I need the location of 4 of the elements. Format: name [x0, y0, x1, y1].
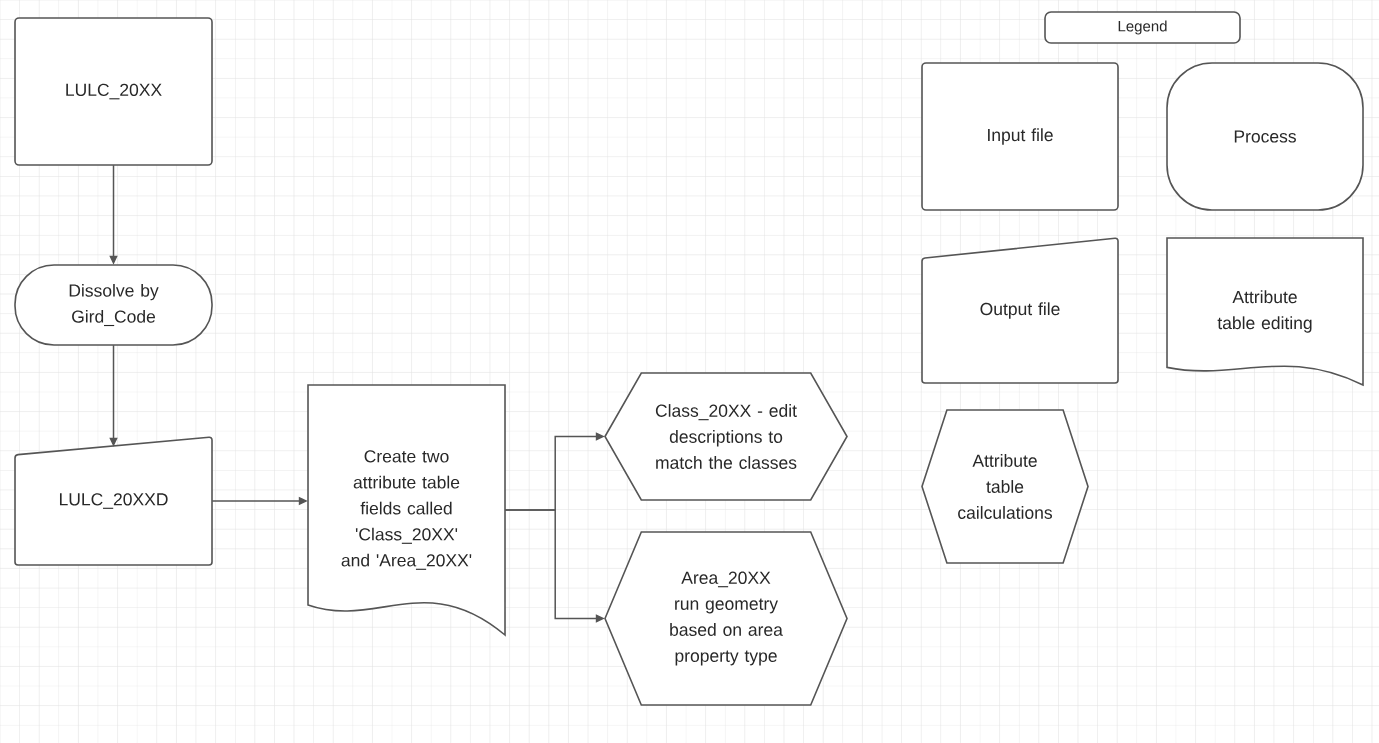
legend-heading: Legend [1044, 11, 1241, 44]
node-label: Attribute table editing [1217, 290, 1312, 333]
input-file-box: Input file [921, 62, 1119, 211]
input-file-box: LULC_20XX [14, 17, 213, 166]
